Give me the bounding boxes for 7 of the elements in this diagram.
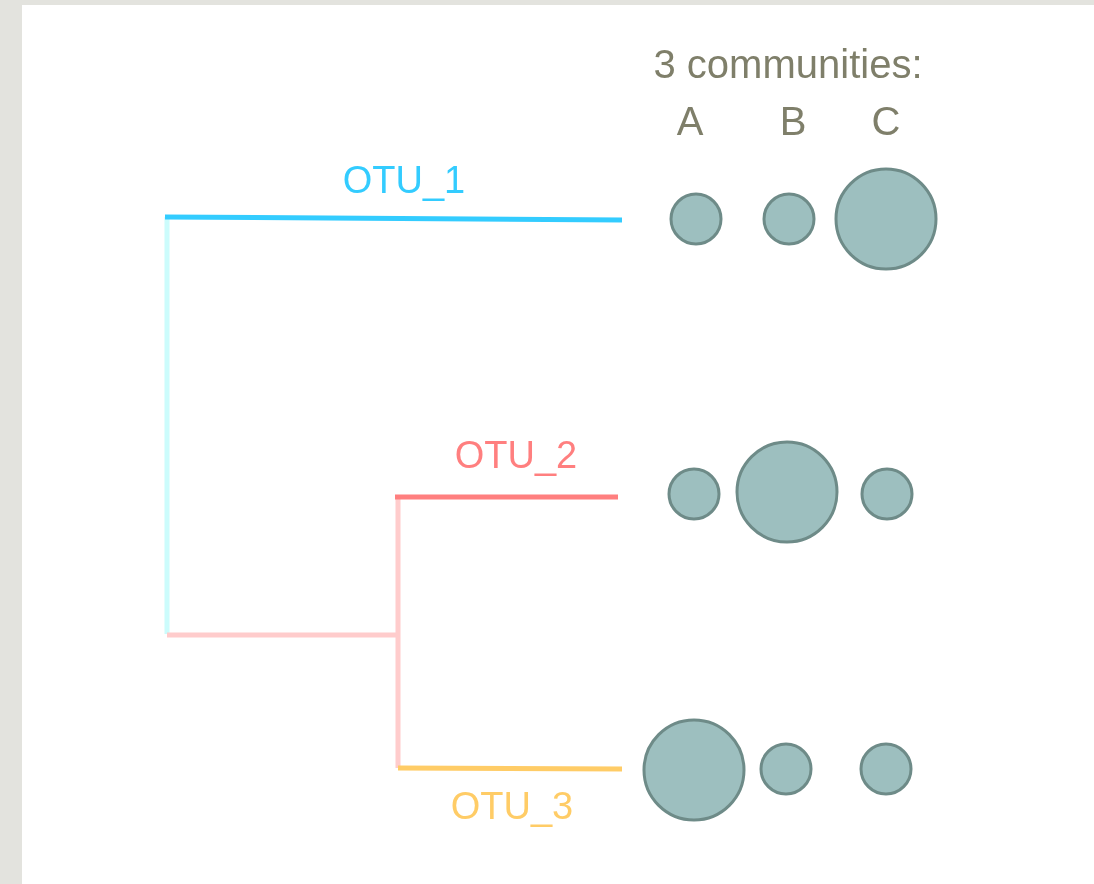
column-label: C (871, 101, 901, 141)
branch-label: OTU_2 (454, 436, 578, 474)
branch-label: OTU_1 (342, 161, 466, 199)
column-label: B (779, 101, 807, 141)
branch-label: OTU_3 (450, 787, 574, 825)
column-label: A (676, 101, 704, 141)
chart-title: 3 communities: (653, 44, 923, 84)
